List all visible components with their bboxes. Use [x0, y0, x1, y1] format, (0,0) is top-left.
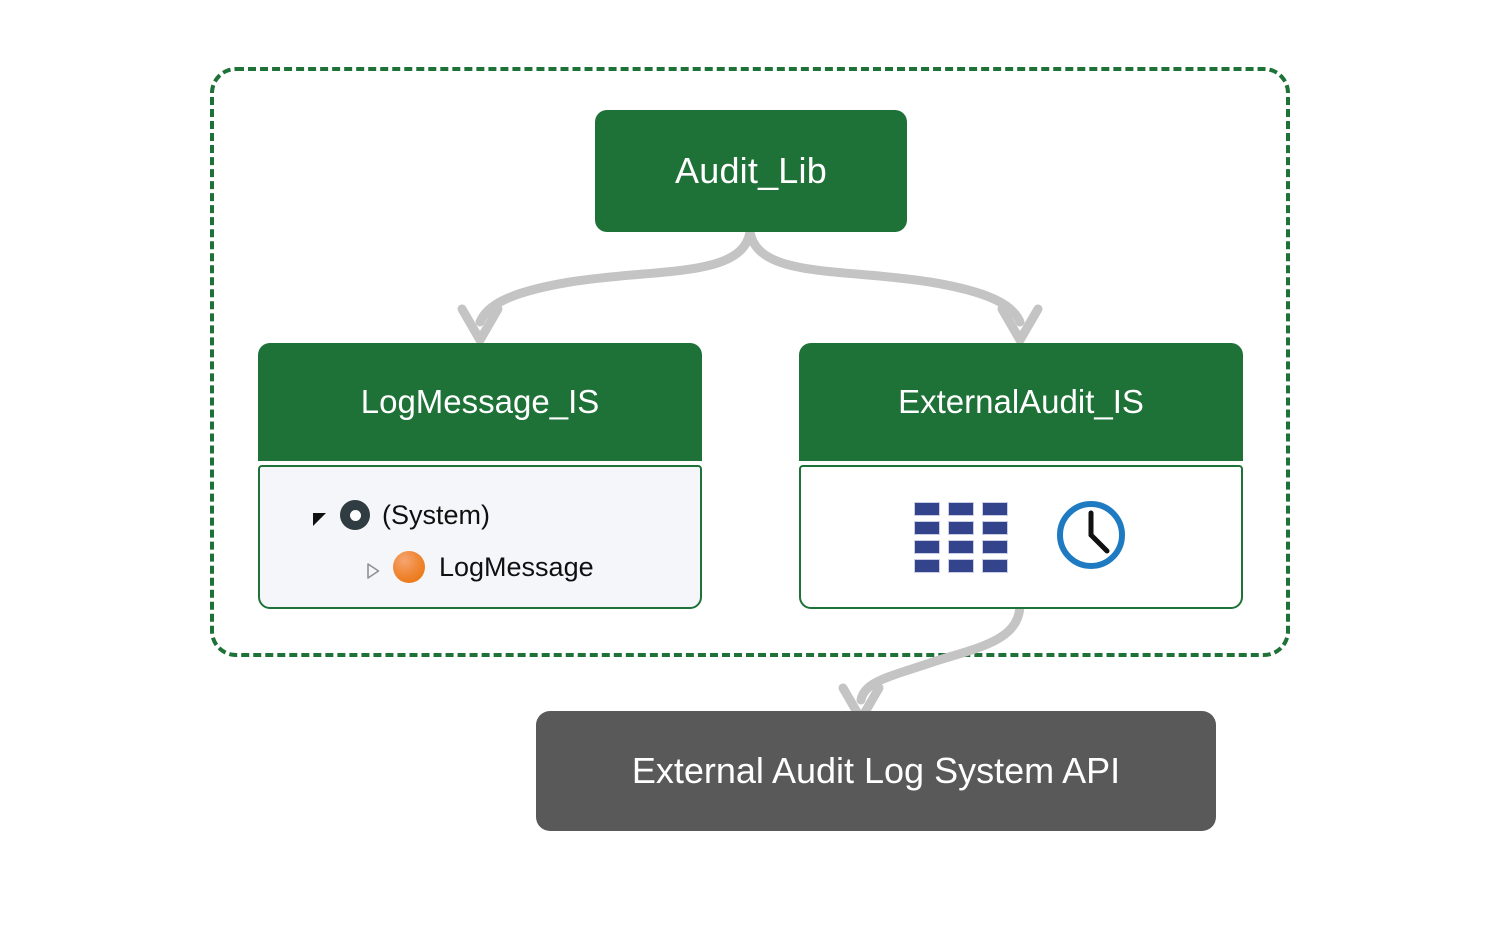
- node-log-message-is-body: (System) LogMessage: [258, 465, 702, 609]
- tree-item-log-message-label: LogMessage: [439, 551, 594, 582]
- node-external-audit-is-body: [799, 465, 1243, 609]
- caret-collapsed-icon[interactable]: [363, 557, 383, 579]
- caret-expanded-icon[interactable]: [310, 505, 330, 526]
- node-external-audit-log-system-api[interactable]: External Audit Log System API: [536, 711, 1216, 831]
- system-boundary: [210, 67, 1290, 657]
- tree-item-system[interactable]: (System): [260, 489, 700, 541]
- node-audit-lib-label: Audit_Lib: [675, 150, 827, 191]
- node-log-message-is-header: LogMessage_IS: [258, 343, 702, 461]
- node-audit-lib[interactable]: Audit_Lib: [595, 110, 907, 232]
- clock-icon: [1054, 498, 1128, 577]
- grid-icon: [914, 501, 1008, 573]
- tree-item-system-label: (System): [382, 499, 490, 530]
- node-external-audit-is-header: ExternalAudit_IS: [799, 343, 1243, 461]
- node-log-message-is[interactable]: LogMessage_IS (System) LogM: [258, 343, 702, 609]
- node-log-message-is-label: LogMessage_IS: [360, 383, 600, 420]
- node-external-audit-is[interactable]: ExternalAudit_IS: [799, 343, 1243, 609]
- orange-sphere-icon: [393, 551, 425, 583]
- ring-icon: [340, 500, 370, 530]
- tree-item-log-message[interactable]: LogMessage: [260, 541, 700, 593]
- node-external-audit-is-label: ExternalAudit_IS: [898, 383, 1144, 420]
- node-external-audit-log-system-api-label: External Audit Log System API: [631, 750, 1121, 791]
